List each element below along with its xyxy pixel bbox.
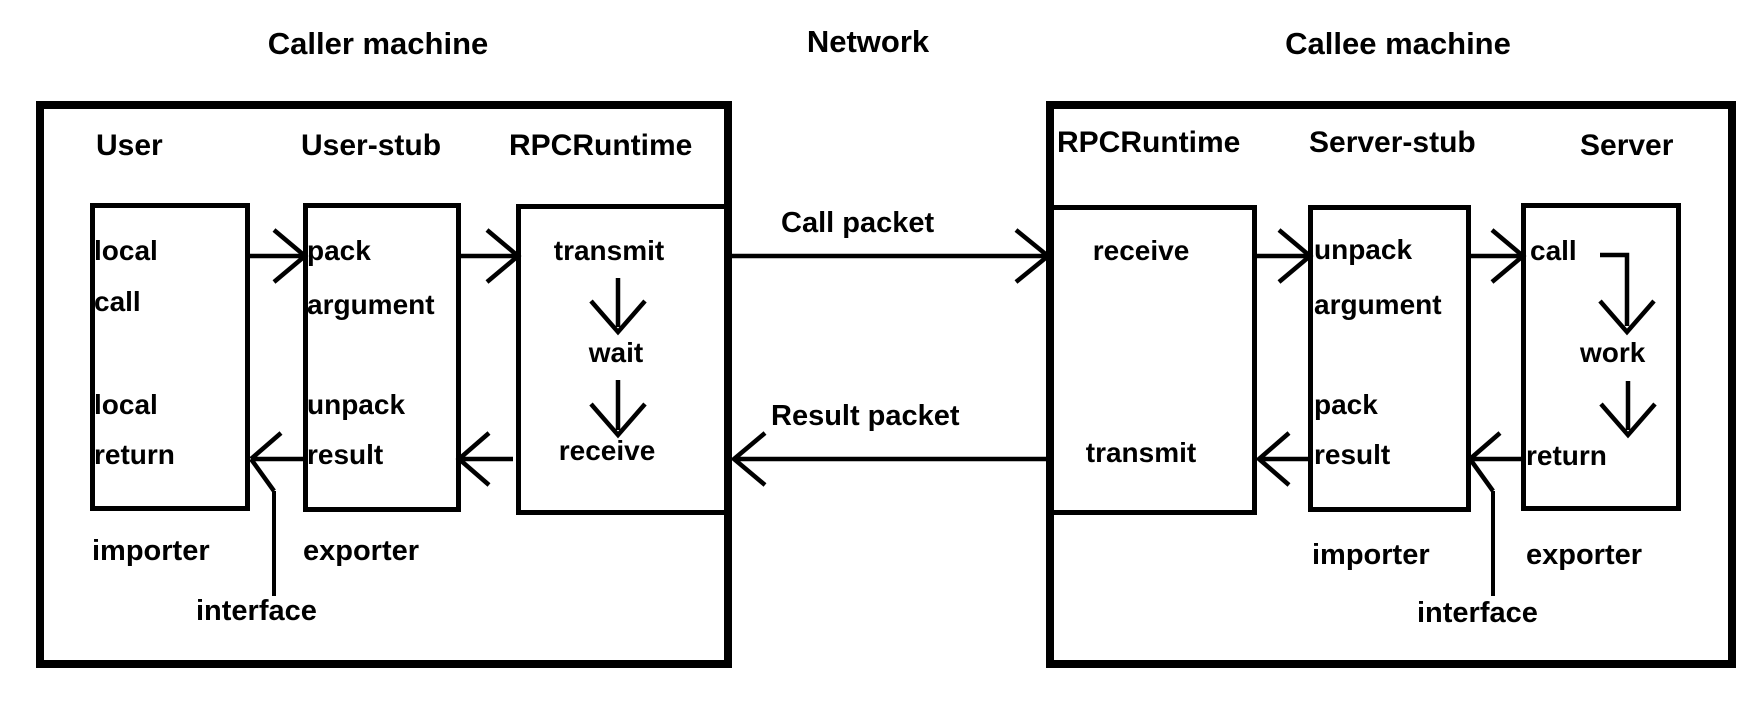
caller-rpc-transmit-label: transmit [553, 235, 665, 266]
server-box [1521, 203, 1681, 511]
user-call-label: call [94, 286, 141, 317]
callee-interface-label: interface [1417, 597, 1538, 629]
stub-result-label: result [307, 439, 384, 470]
user-return-label: return [94, 439, 175, 470]
server-work-label: work [1580, 337, 1646, 368]
arrow-pack-to-transmit [461, 228, 522, 284]
arrow-packresult-to-transmit [1255, 431, 1308, 487]
server-stub-box [1308, 205, 1471, 512]
arrow-unpack-to-call [1471, 228, 1527, 284]
server-call-label: call [1530, 235, 1577, 266]
result-packet-label: Result packet [771, 400, 960, 432]
arrow-work-to-return [1599, 381, 1657, 439]
caller-interface-label: interface [196, 595, 317, 627]
user-local2-label: local [94, 389, 158, 420]
network-title: Network [806, 24, 930, 59]
callee-header-server: Server [1580, 129, 1674, 162]
sstub-argument-label: argument [1314, 289, 1442, 320]
arrow-call-to-work [1598, 252, 1656, 336]
callee-machine-title: Callee machine [1285, 26, 1511, 61]
caller-header-user-stub: User-stub [301, 129, 442, 162]
stub-argument-label: argument [307, 289, 435, 320]
callee-rpcruntime-box [1046, 205, 1257, 515]
arrow-transmit-to-wait [589, 278, 647, 336]
sstub-result-label: result [1314, 439, 1391, 470]
callee-rpc-receive-label: receive [1092, 235, 1190, 266]
caller-exporter-label: exporter [303, 535, 420, 567]
server-return-label: return [1526, 440, 1607, 471]
stub-unpack-label: unpack [307, 389, 406, 420]
callee-exporter-label: exporter [1526, 539, 1643, 571]
caller-header-rpcruntime: RPCRuntime [509, 129, 693, 162]
arrow-localcall-to-pack [250, 228, 309, 284]
caller-rpc-receive-label: receive [558, 435, 656, 466]
sstub-pack-label: pack [1314, 389, 1378, 420]
callee-header-rpcruntime: RPCRuntime [1057, 126, 1241, 159]
arrow-unpackresult-to-localreturn [249, 431, 303, 493]
arrow-result-packet [730, 431, 1046, 487]
caller-rpcruntime-box [516, 204, 732, 515]
caller-header-user: User [96, 129, 163, 162]
callee-importer-label: importer [1312, 539, 1430, 571]
sstub-unpack-label: unpack [1314, 234, 1413, 265]
arrow-call-packet [732, 228, 1052, 284]
user-box [90, 203, 250, 511]
arrow-receive-to-unpackresult [455, 431, 513, 487]
caller-importer-label: importer [92, 535, 210, 567]
user-stub-box [303, 203, 461, 512]
callee-header-server-stub: Server-stub [1309, 126, 1476, 159]
arrow-receive-to-unpack [1257, 228, 1314, 284]
callee-rpc-transmit-label: transmit [1085, 437, 1197, 468]
caller-machine-title: Caller machine [267, 26, 489, 61]
stub-pack-label: pack [307, 235, 371, 266]
arrow-wait-to-receive [589, 380, 647, 439]
call-packet-label: Call packet [781, 207, 935, 239]
caller-rpc-wait-label: wait [588, 337, 644, 368]
arrow-return-to-packresult [1468, 431, 1521, 493]
user-local-label: local [94, 235, 158, 266]
